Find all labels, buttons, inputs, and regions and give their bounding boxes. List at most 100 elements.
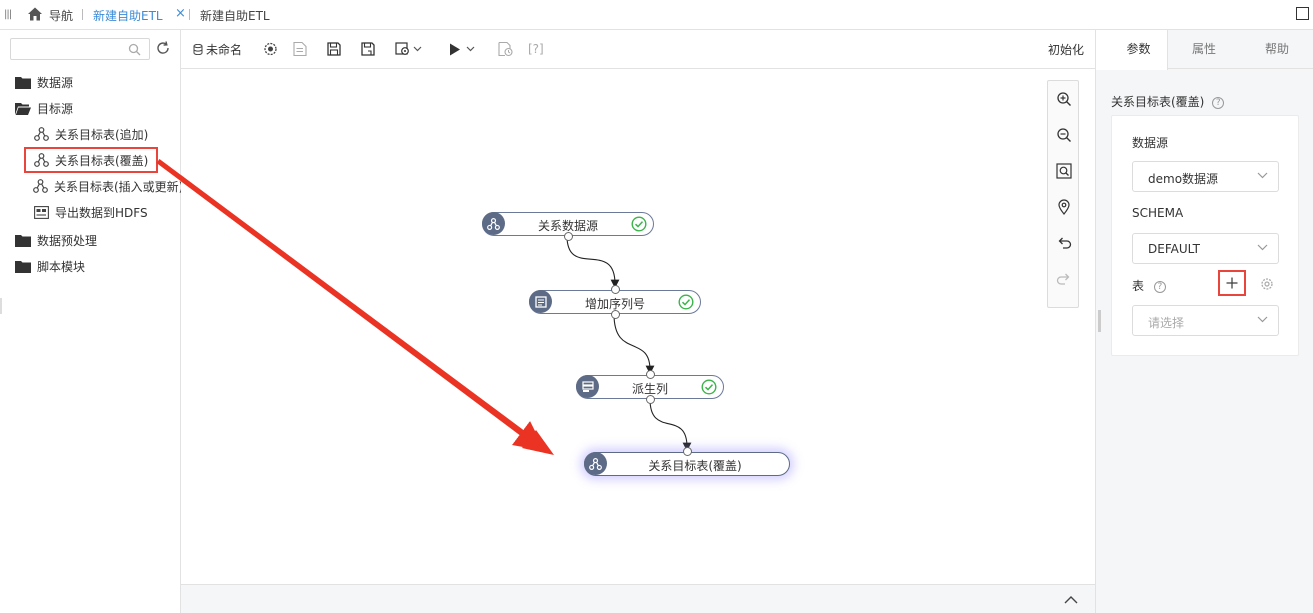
config-dropdown[interactable] [395, 41, 422, 57]
rename-button[interactable]: 未命名 [193, 41, 242, 57]
save-as-icon[interactable] [361, 41, 376, 57]
input-port[interactable] [646, 370, 655, 379]
divider [189, 9, 190, 20]
tree-folder-datasource[interactable]: 数据源 [15, 71, 73, 93]
chevron-down-icon [413, 46, 422, 52]
tree-folder-target[interactable]: 目标源 [15, 97, 73, 119]
chevron-down-icon [466, 46, 475, 52]
redo-icon[interactable] [1056, 271, 1072, 287]
run-dropdown[interactable] [449, 41, 475, 57]
settings-icon[interactable] [263, 41, 278, 57]
tree-label: 关系目标表(追加) [55, 127, 149, 142]
derive-icon [576, 375, 599, 398]
tab-etl-active[interactable]: 新建自助ETL [93, 9, 163, 23]
input-port[interactable] [683, 447, 692, 456]
folder-icon [15, 259, 31, 273]
resize-handle[interactable] [0, 298, 2, 314]
locate-icon[interactable] [1056, 199, 1072, 215]
top-bar: ||| 导航 新建自助ETL × 新建自助ETL [0, 0, 1313, 30]
check-circle-icon [631, 216, 647, 232]
nav-label[interactable]: 导航 [49, 9, 74, 23]
help-circle-icon[interactable]: ? [1212, 96, 1225, 109]
output-port[interactable] [611, 310, 620, 319]
output-port[interactable] [646, 395, 655, 404]
tab-help[interactable]: 帮助 [1264, 42, 1289, 56]
menu-grip-icon[interactable]: ||| [4, 9, 12, 20]
refresh-icon[interactable] [155, 40, 171, 56]
undo-icon[interactable] [1056, 235, 1072, 251]
plus-icon [1226, 277, 1238, 289]
flow-name: 未命名 [206, 42, 243, 57]
tab-etl[interactable]: 新建自助ETL [200, 9, 270, 23]
tree-label: 脚本模块 [37, 259, 86, 274]
connector-line [649, 398, 692, 452]
params-card: 数据源 demo数据源 SCHEMA DEFAULT 表 ? 请选择 [1111, 115, 1299, 356]
schedule-icon[interactable] [498, 41, 513, 57]
flow-node-relation-target-overwrite[interactable]: 关系目标表(覆盖) [584, 447, 790, 476]
gear-doc-icon [395, 42, 409, 55]
bottom-panel-bar [181, 584, 1095, 613]
canvas-toolbar: 未命名 [?] 初始化 [181, 30, 1095, 69]
tree-label: 数据预处理 [37, 233, 98, 248]
divider [82, 9, 83, 20]
tree-item-relation-overwrite[interactable]: 关系目标表(覆盖) [33, 149, 148, 171]
sequence-icon [529, 290, 552, 313]
flow-node-add-sequence[interactable]: 增加序列号 [529, 285, 701, 319]
relation-icon [584, 452, 607, 475]
initialize-button[interactable]: 初始化 [1048, 42, 1085, 57]
tree-item-relation-append[interactable]: 关系目标表(追加) [33, 123, 148, 145]
properties-panel: » 参数 属性 帮助 关系目标表(覆盖) ? 数据源 demo数据源 SCHEM… [1095, 30, 1313, 613]
add-table-button[interactable] [1218, 270, 1246, 296]
tab-close-icon[interactable]: × [175, 6, 186, 21]
folder-open-icon [15, 101, 31, 115]
table-select[interactable]: 请选择 [1132, 305, 1279, 336]
flow-node-derived-column[interactable]: 派生列 [576, 370, 724, 404]
save-icon[interactable] [327, 41, 341, 57]
search-input[interactable] [10, 38, 150, 60]
node-label: 关系目标表(覆盖) [648, 459, 742, 473]
tab-params[interactable]: 参数 [1096, 30, 1168, 70]
resize-handle[interactable] [1098, 310, 1101, 332]
tree-label: 关系目标表(覆盖) [55, 153, 149, 168]
check-circle-icon [701, 379, 717, 395]
flow-connectors [181, 175, 692, 452]
chevron-up-icon[interactable] [1064, 595, 1078, 604]
zoom-out-icon[interactable] [1056, 127, 1072, 143]
document-icon[interactable] [293, 41, 307, 57]
zoom-in-icon[interactable] [1056, 91, 1072, 107]
help-button[interactable]: [?] [528, 42, 544, 56]
node-label: 派生列 [631, 382, 668, 396]
home-icon[interactable] [27, 6, 43, 22]
table-placeholder: 请选择 [1148, 316, 1185, 330]
connector-line [613, 313, 655, 375]
tree-label: 关系目标表(插入或更新) [54, 179, 181, 194]
play-icon [450, 43, 460, 55]
tree-label: 导出数据到HDFS [55, 205, 148, 220]
check-circle-icon [678, 294, 694, 310]
gear-icon[interactable] [1260, 277, 1274, 291]
chevron-down-icon [1257, 244, 1268, 251]
datasource-select[interactable]: demo数据源 [1132, 161, 1279, 192]
tree-folder-preprocess[interactable]: 数据预处理 [15, 229, 97, 251]
flow-node-relation-source[interactable]: 关系数据源 [482, 212, 654, 241]
fit-view-icon[interactable] [1056, 163, 1072, 179]
tab-attributes[interactable]: 属性 [1191, 42, 1216, 56]
output-port[interactable] [564, 232, 573, 241]
folder-icon [15, 75, 31, 89]
relation-icon [33, 153, 49, 167]
maximize-icon[interactable] [1296, 7, 1309, 20]
panel-title-text: 关系目标表(覆盖) [1111, 95, 1205, 109]
chevron-down-icon [1257, 316, 1268, 323]
schema-select[interactable]: DEFAULT [1132, 233, 1279, 264]
panel-tabs: » 参数 属性 帮助 [1096, 30, 1313, 70]
tree-item-relation-upsert[interactable]: 关系目标表(插入或更新) [33, 175, 181, 197]
help-circle-icon[interactable]: ? [1153, 280, 1166, 293]
search-icon[interactable] [128, 43, 141, 56]
tree-folder-script[interactable]: 脚本模块 [15, 255, 85, 277]
highlight-box [24, 147, 158, 173]
tree-item-export-hdfs[interactable]: 导出数据到HDFS [33, 201, 148, 223]
hdfs-icon [33, 205, 49, 219]
input-port[interactable] [611, 285, 620, 294]
table-label: 表 ? [1132, 277, 1166, 294]
flow-canvas[interactable]: 关系数据源 增加序列号 派生列 关系目标表(覆盖) [181, 69, 1095, 584]
